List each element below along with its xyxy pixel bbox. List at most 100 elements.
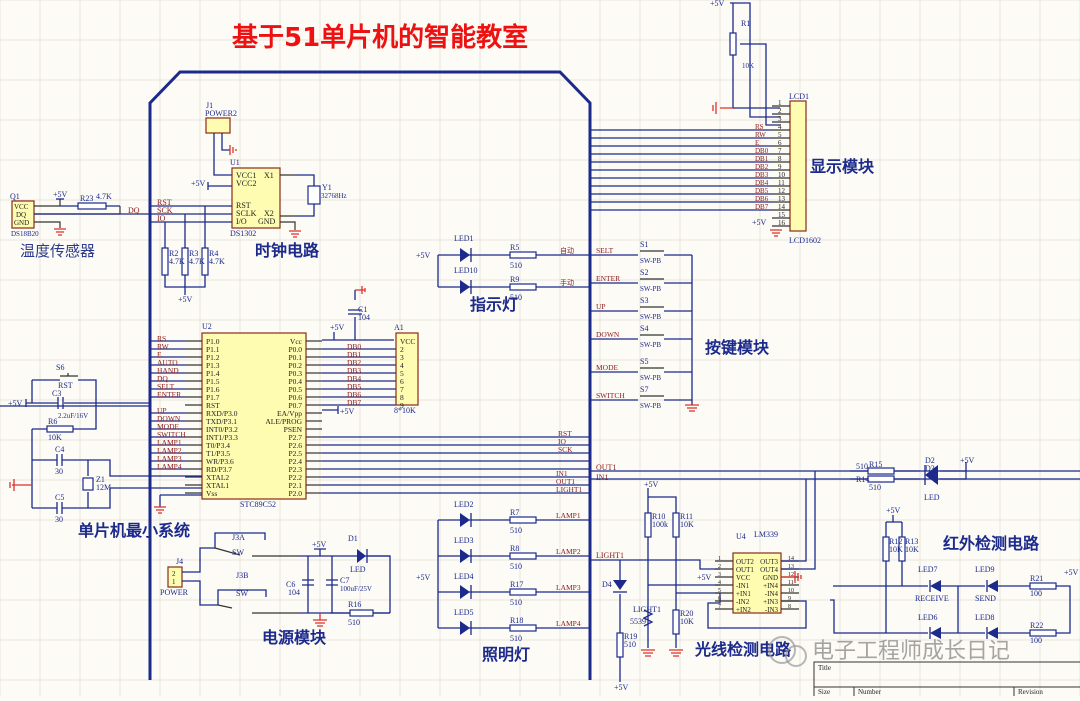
d2-vcc-label: +5V [960, 456, 975, 465]
u4-pin-right: -IN3 [765, 606, 779, 614]
u1-pin-sclk: SCLK [236, 209, 257, 218]
sheet-title: 基于51单片机的智能教室 [232, 22, 528, 53]
u1-ref: U1 [230, 158, 240, 167]
r13-resistor [898, 536, 906, 562]
u2-left-net-label: RS [157, 334, 166, 343]
c4-value: 30 [55, 467, 63, 476]
u2-left-net-label: LAMP3 [157, 454, 182, 463]
r1-potentiometer [729, 32, 737, 56]
u2-pin-right: P0.1 [288, 353, 302, 362]
clock-net-io: IO [157, 214, 166, 223]
u4-pin-num: 13 [788, 564, 794, 570]
r14-value: 510 [869, 483, 881, 492]
db-net-label: DB7 [347, 398, 361, 407]
lamp-led-ref: LED3 [454, 536, 474, 545]
u2-left-net-label: DOWN [157, 414, 181, 423]
lcd-pin-number: 13 [778, 195, 786, 203]
db-net-label: DB6 [347, 390, 361, 399]
u2-pin-right: P0.5 [288, 385, 302, 394]
title-block-title: Title [818, 664, 831, 672]
key-ref: S1 [640, 240, 648, 249]
r11-resistor [672, 512, 680, 538]
u1-part: DS1302 [230, 229, 256, 238]
u4-part: LM339 [754, 530, 778, 539]
c3-value: 2.2uF/16V [58, 412, 88, 420]
lcd-part: LCD1602 [789, 236, 821, 245]
c5-ref: C5 [55, 493, 64, 502]
z1-value: 12M [96, 483, 111, 492]
indicator-net: 自动 [560, 246, 574, 255]
indicator-res-value: 510 [510, 293, 522, 302]
led-icon [460, 280, 470, 294]
q1-part: DS18B20 [11, 230, 39, 238]
u2-pin-left: P1.0 [206, 337, 220, 346]
watermark: 电子工程师成长日记 [768, 636, 1010, 667]
r21-resistor [1029, 582, 1057, 590]
u2-right-bus-label: RST [558, 429, 572, 438]
module-label-temperature: 温度传感器 [20, 242, 95, 260]
u4-pin-left: OUT2 [736, 558, 754, 566]
r6-ref: R6 [48, 417, 57, 426]
r23-value: 4.7K [96, 192, 112, 201]
u2-left-net-label: SELT [157, 382, 175, 391]
r19-resistor [616, 632, 624, 658]
u1-pin-vcc2: VCC2 [236, 179, 256, 188]
u2-pin-left: RD/P3.7 [206, 465, 232, 474]
u4-pin-right: +IN3 [763, 598, 778, 606]
u4-pin-num: 10 [788, 588, 794, 594]
u4-pin-num: 11 [788, 580, 794, 586]
lcd-bus-label: DB6 [755, 195, 769, 203]
c1-ref: C1 [358, 305, 367, 314]
u2-right-bus-label: LIGHT1 [556, 485, 582, 494]
r14-resistor [867, 475, 895, 483]
led-icon [460, 549, 470, 563]
title-block: Title Size Number Revision [813, 661, 1080, 701]
j4-pin2: 2 [172, 570, 176, 578]
r20-ref: R20 [680, 609, 693, 618]
key-part: SW-PB [640, 285, 661, 293]
u2-left-net-label: SWITCH [157, 430, 186, 439]
led-icon [460, 513, 470, 527]
u4-pin-left: VCC [736, 574, 751, 582]
light-vcc-label: +5V [644, 480, 659, 489]
r4-resistor [201, 247, 209, 276]
u2-pin-right: P0.4 [288, 377, 302, 386]
module-label-display: 显示模块 [810, 157, 875, 176]
db-net-label: DB3 [347, 366, 361, 375]
key-part: SW-PB [640, 341, 661, 349]
r13-ref: R13 [905, 537, 918, 546]
lcd-bus-label: DB7 [755, 203, 769, 211]
u2-pin-left: INT1/P3.3 [206, 433, 238, 442]
u2-pin-right: P0.2 [288, 361, 302, 370]
u2-vcc-label: +5V [330, 323, 345, 332]
led-icon [460, 585, 470, 599]
u4-pin-right: +IN4 [763, 582, 778, 590]
r3-value: 4.7K [189, 257, 205, 266]
d3-part: LED [924, 493, 940, 502]
u2-pin-left: WR/P3.6 [206, 457, 234, 466]
module-label-light-detect: 光线检测电路 [694, 640, 792, 659]
net-dq-label: DQ [128, 206, 140, 215]
lamp-res-ref: R17 [510, 580, 523, 589]
u2-right-bus-label: SCK [558, 445, 573, 454]
u2-pin-left: T0/P3.4 [206, 441, 230, 450]
indicator-resistor [509, 283, 537, 291]
r1-ref: R1 [741, 19, 750, 28]
u4-pin-left: OUT1 [736, 566, 754, 574]
j4-part: POWER [160, 588, 189, 597]
u2-right-bus-label: IO [558, 437, 566, 446]
u2-pin-right: P2.1 [288, 481, 302, 490]
u4-pin-left: +IN2 [736, 606, 751, 614]
u2-pin-left: INT0/P3.2 [206, 425, 238, 434]
u2-pin-right: Vcc [290, 337, 303, 346]
u2-pin-right: P2.7 [288, 433, 302, 442]
lamp-led-ref: LED4 [454, 572, 474, 581]
lamp-res-ref: R8 [510, 544, 519, 553]
j4-ref: J4 [176, 557, 183, 566]
lcd-pin-number: 2 [778, 107, 782, 115]
led8-ref: LED8 [975, 613, 995, 622]
u4-pin-num: 5 [718, 588, 721, 594]
r3-ref: R3 [189, 249, 198, 258]
z1-crystal [82, 477, 94, 491]
